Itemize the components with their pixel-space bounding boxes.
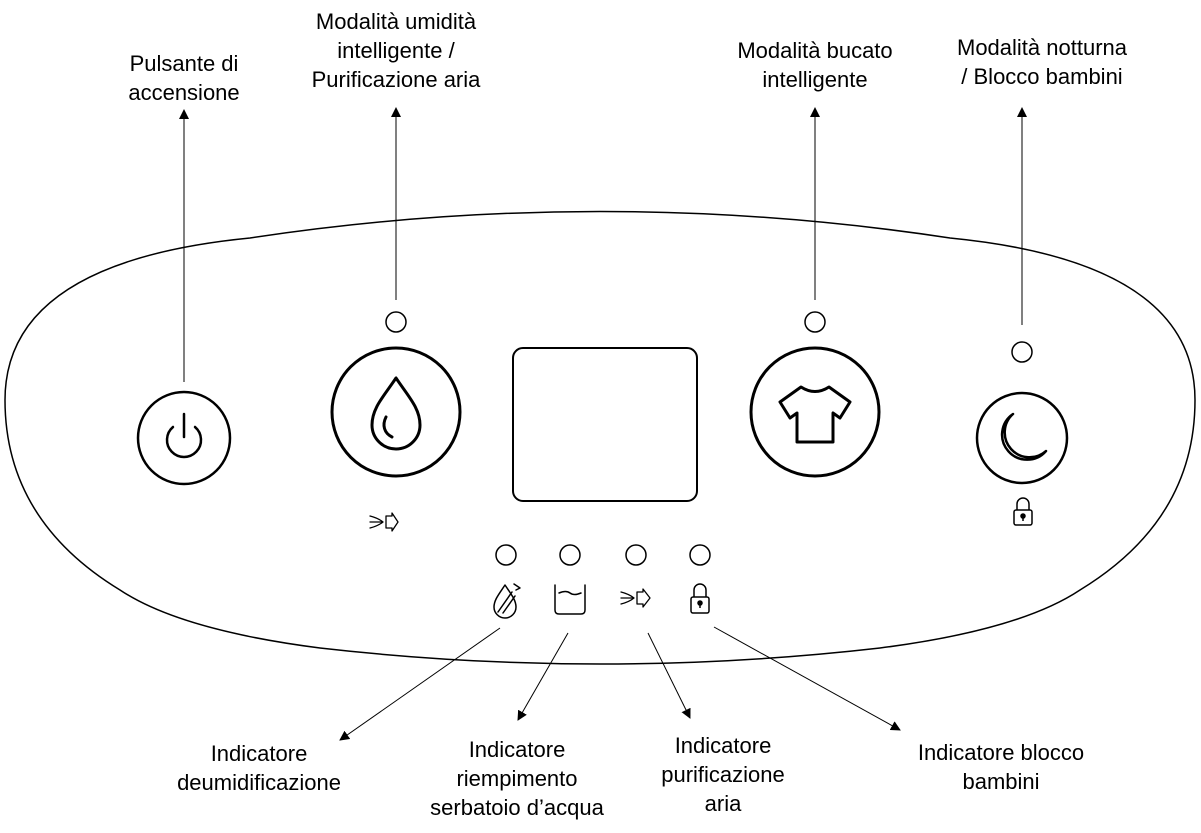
water-tank-icon	[554, 584, 586, 615]
air-purification-icon	[620, 588, 651, 608]
led-child-lock	[689, 544, 711, 566]
power-icon	[165, 412, 203, 459]
moon-icon	[1000, 412, 1048, 461]
label-power-button: Pulsante di accensione	[128, 51, 240, 105]
smart-laundry-button[interactable]	[749, 346, 881, 478]
dehumidify-icon	[493, 583, 521, 619]
air-purification-icon	[369, 512, 399, 532]
led-laundry	[804, 311, 826, 333]
led-humidity	[385, 311, 407, 333]
callout-arrow-air-purification	[647, 632, 691, 719]
padlock-icon	[1013, 497, 1033, 526]
led-night	[1011, 341, 1033, 363]
t-shirt-icon	[778, 385, 852, 444]
label-dehumidify-indicator: Indicatore deumidificazione	[177, 741, 341, 795]
water-drop-icon	[370, 376, 422, 451]
label-child-lock-indicator: Indicatore blocco bambini	[917, 740, 1085, 794]
led-dehumidify	[495, 544, 517, 566]
label-smart-humidity: Modalità umidità intelligente / Purifica…	[311, 9, 481, 92]
label-water-tank-indicator: Indicatore riempimento serbatoio d’acqua	[430, 737, 604, 820]
padlock-icon	[690, 583, 710, 614]
callout-arrow-water-tank	[517, 632, 569, 721]
smart-humidity-button[interactable]	[330, 346, 462, 478]
callout-arrow-dehumidify	[339, 627, 501, 741]
power-button[interactable]	[136, 390, 232, 486]
panel-outline	[4, 210, 1196, 665]
led-water-tank	[559, 544, 581, 566]
display-screen	[512, 347, 698, 502]
callout-arrow-child-lock	[713, 626, 901, 731]
label-night-mode: Modalità notturna / Blocco bambini	[957, 35, 1127, 89]
led-air-purification	[625, 544, 647, 566]
label-smart-laundry: Modalità bucato intelligente	[737, 38, 893, 92]
night-mode-button[interactable]	[975, 391, 1069, 485]
label-air-purification-indicator: Indicatore purificazione aria	[661, 733, 785, 816]
